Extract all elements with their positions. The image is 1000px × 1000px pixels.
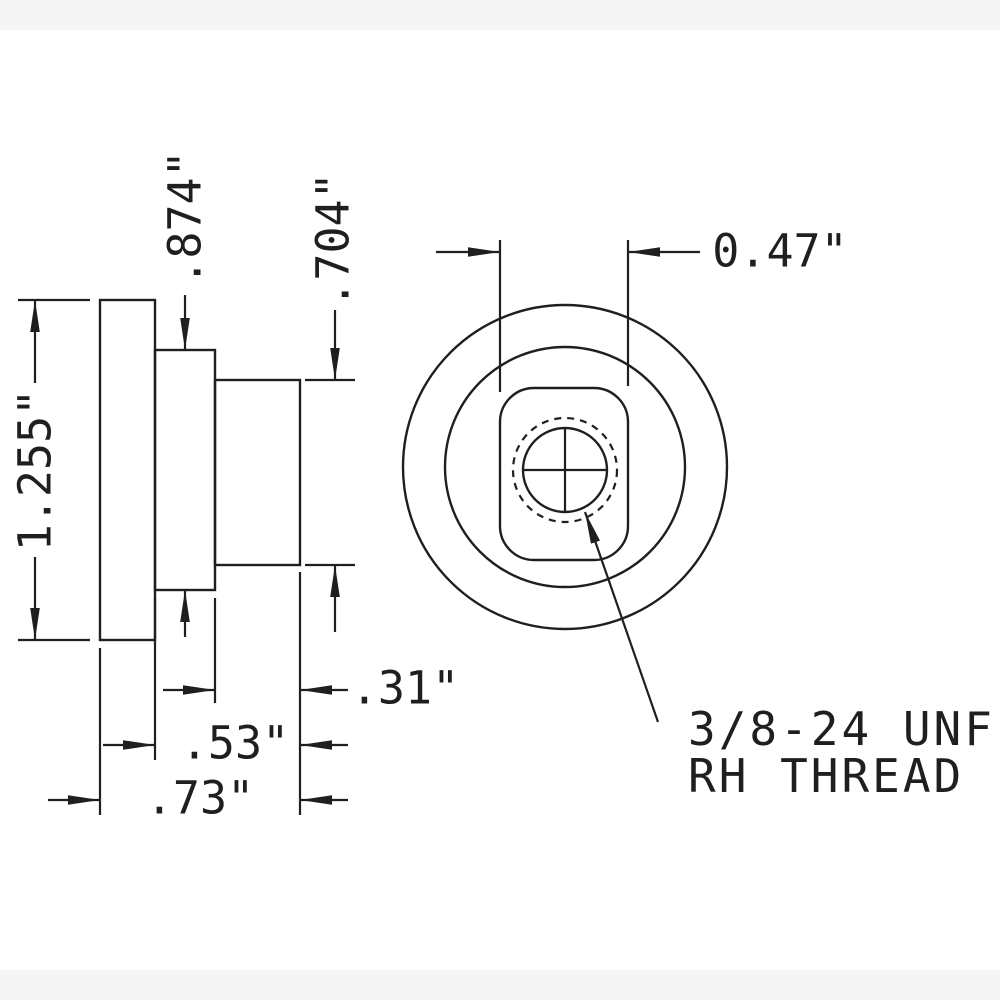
threaded-hole (511, 416, 619, 524)
side-view: 1.255" .874" .704" .31" (9, 150, 460, 824)
dim-slot-width-label: 0.47" (712, 225, 847, 278)
dim-boss-height-label: .704" (307, 172, 360, 307)
flange-profile (98, 298, 157, 642)
dim-hub-boss-length-label: .53" (181, 717, 289, 770)
dim-boss-length: .31" (163, 662, 459, 715)
thread-major-circle (511, 416, 619, 524)
boss-profile (213, 378, 302, 567)
outer-circle (401, 303, 729, 631)
dim-boss-height: .704" (305, 172, 360, 632)
dim-hub-boss-length: .53" (103, 717, 348, 770)
dim-boss-length-label: .31" (351, 662, 459, 715)
dim-overall-height-label: 1.255" (9, 389, 62, 552)
thread-note-line2: RH THREAD (688, 749, 964, 803)
hub-profile (153, 348, 217, 592)
dim-slot-width: 0.47" (436, 225, 848, 392)
thread-note-line1: 3/8-24 UNF (688, 702, 995, 756)
dim-overall-height: 1.255" (9, 298, 90, 642)
letterbox-top (0, 0, 1000, 30)
letterbox-bottom (0, 970, 1000, 1000)
thread-leader-line (583, 511, 660, 723)
dim-overall-length-label: .73" (146, 772, 254, 825)
flange-circle (443, 345, 687, 589)
dim-hub-height-label: .874" (159, 150, 212, 285)
front-view: 0.47" 3/8-24 UNF RH THREAD (401, 225, 995, 803)
thread-callout: 3/8-24 UNF RH THREAD (583, 511, 995, 803)
dim-overall-length: .73" (48, 772, 348, 825)
slot-outline (498, 386, 630, 562)
dim-hub-height: .874" (159, 150, 212, 637)
